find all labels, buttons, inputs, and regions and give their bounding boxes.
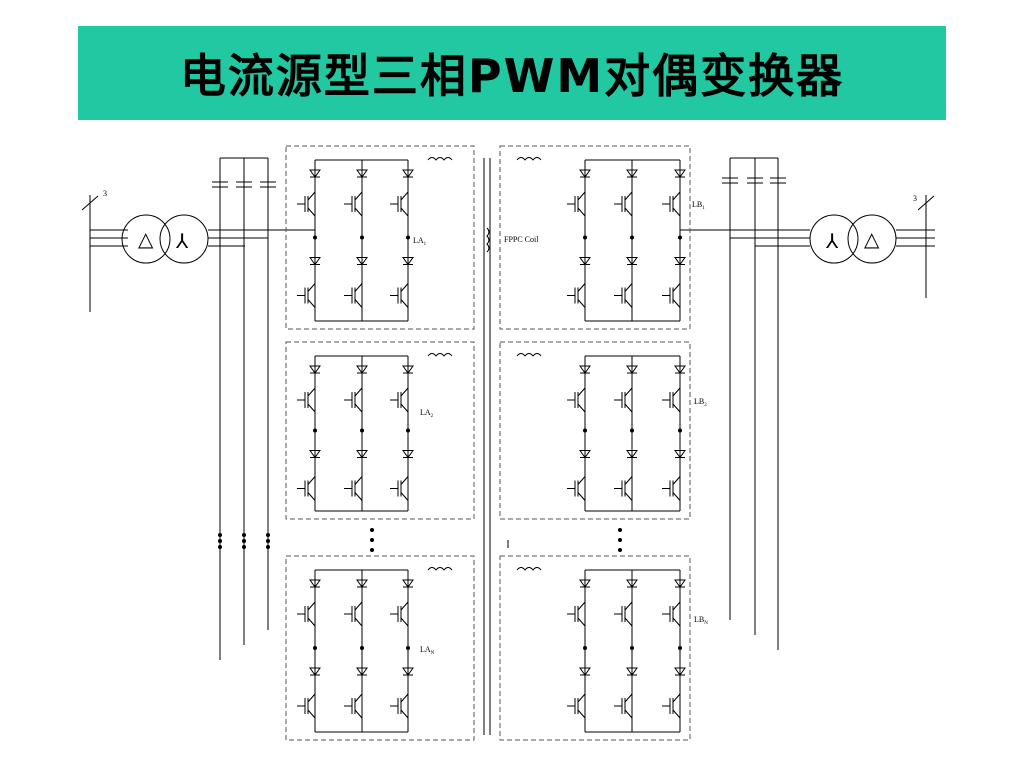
module-label-lbn: LBN: [694, 615, 708, 626]
right-line-count: 3: [913, 194, 917, 203]
ellipsis-dots: [218, 528, 622, 552]
module-label-la1: LA1: [413, 236, 427, 247]
module-label-la2: LA2: [420, 408, 434, 419]
circuit-wiring: [81, 157, 935, 735]
module-lb1: [499, 145, 691, 330]
module-la2: [285, 341, 475, 520]
left-transformer-wye: ⅄: [175, 231, 189, 253]
module-la1: [285, 145, 475, 330]
title-banner: 电流源型三相PWM对偶变换器: [78, 26, 946, 120]
coil-label: FPPC Coil: [504, 235, 539, 244]
right-transformer-wye: ⅄: [825, 231, 839, 253]
module-label-lb2: LB2: [694, 397, 707, 408]
module-label-lb1: LB1: [692, 200, 705, 211]
module-lb2: [499, 341, 691, 520]
module-label-lan: LAN: [420, 645, 435, 656]
left-transformer-delta: △: [138, 229, 154, 251]
right-transformer-delta: △: [864, 229, 880, 251]
module-lan: [285, 555, 475, 741]
converter-modules: [285, 145, 691, 741]
left-line-count: 3: [103, 189, 107, 198]
slide-title: 电流源型三相PWM对偶变换器: [179, 49, 845, 103]
module-lbn: [499, 555, 691, 741]
